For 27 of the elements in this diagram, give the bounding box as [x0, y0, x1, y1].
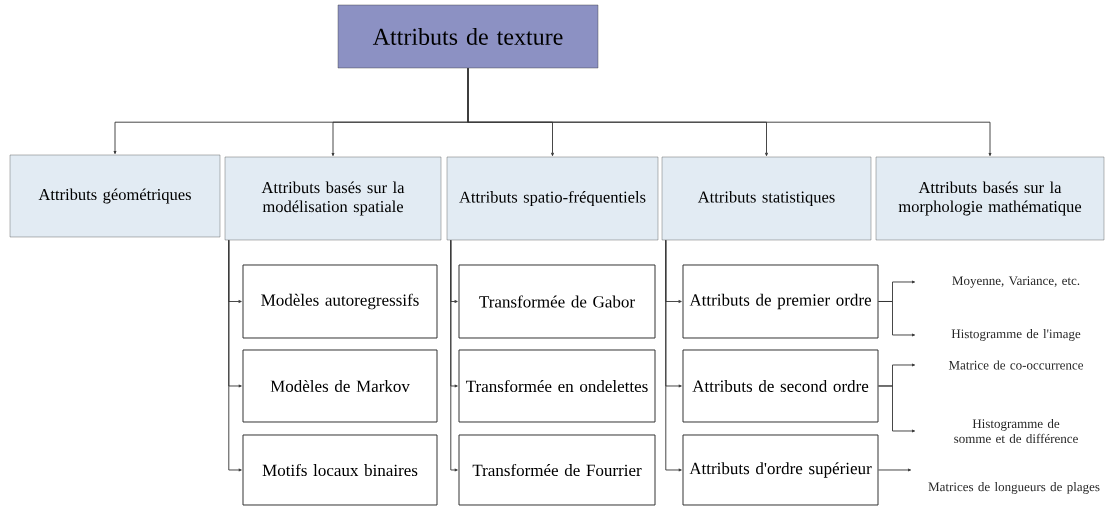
arrow	[878, 385, 916, 433]
feature-text: Matrices de longueurs de plages	[928, 482, 1100, 494]
category-box: Attributs spatio-fréquentiels	[446, 156, 659, 241]
method-box: Modèles autoregressifs	[242, 264, 438, 339]
method-box: Transformée de Fourrier	[458, 434, 656, 506]
method-box: Attributs de premier ordre	[682, 264, 879, 339]
arrow	[450, 239, 458, 472]
method-box: Transformée de Gabor	[458, 264, 656, 339]
method-box: Modèles de Markov	[242, 349, 438, 423]
method-box: Transformée en ondelettes	[458, 349, 656, 423]
category-box: Attributs basés sur la morphologie mathématique	[875, 156, 1105, 241]
method-box: Attributs de second ordre	[682, 349, 879, 423]
arrow	[228, 239, 242, 472]
feature-text: Histogramme de l'image	[951, 329, 1081, 341]
arrow	[878, 301, 916, 337]
category-box: Attributs basés sur la modélisation spatiale	[224, 156, 442, 241]
arrow	[467, 67, 992, 157]
arrow	[665, 239, 682, 472]
method-box: Attributs d'ordre supérieur	[682, 434, 879, 506]
arrow	[878, 468, 912, 472]
feature-text: Matrice de co-occurrence	[948, 360, 1084, 370]
feature-text: Histogramme de somme et de différence	[954, 418, 1078, 444]
title-box: Attributs de texture	[337, 4, 599, 69]
method-box: Motifs locaux binaires	[242, 434, 438, 506]
feature-text: Moyenne, Variance, etc.	[952, 276, 1080, 288]
category-box: Attributs statistiques	[661, 156, 872, 241]
category-box: Attributs géométriques	[9, 154, 221, 238]
